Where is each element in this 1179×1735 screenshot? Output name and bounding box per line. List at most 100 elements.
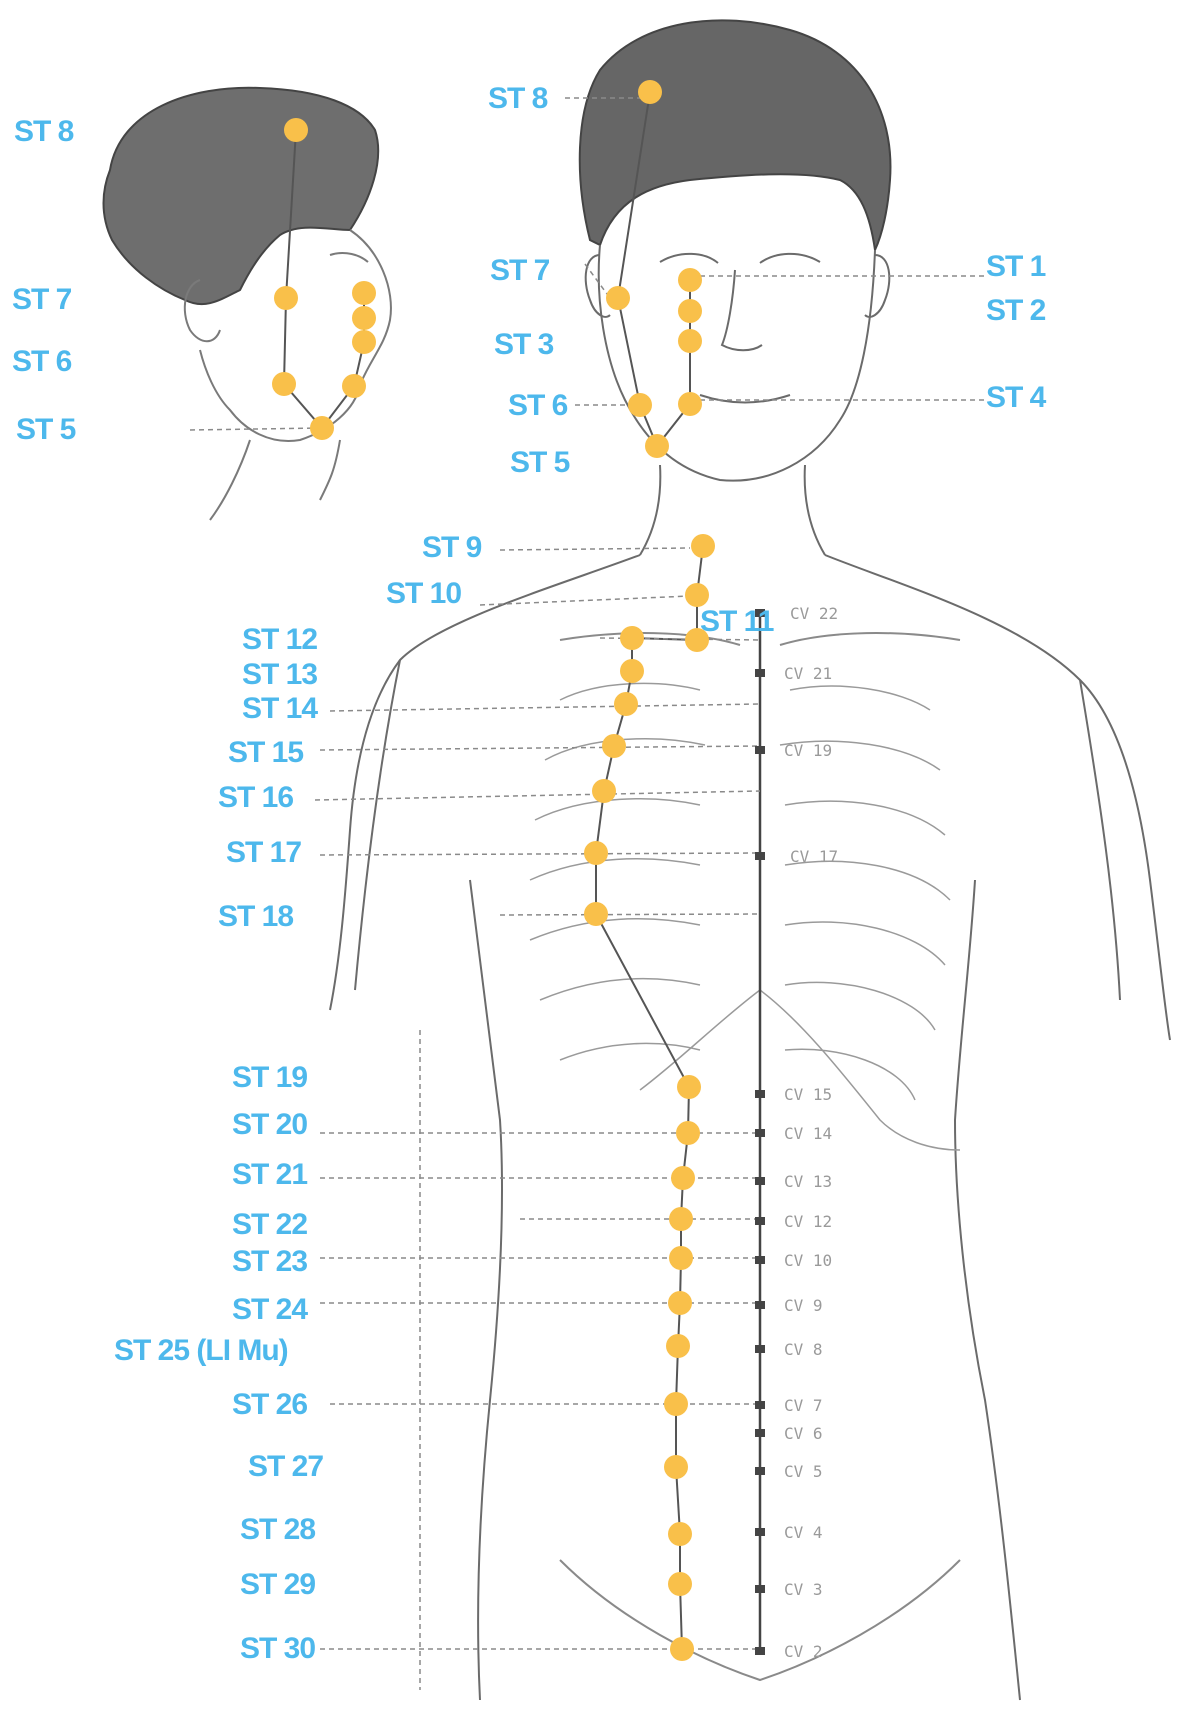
acupoint-st15 — [602, 734, 626, 758]
front-torso-left — [330, 555, 640, 1010]
cv-label: CV 9 — [784, 1298, 823, 1314]
acupoint-face-st8 — [638, 80, 662, 104]
torso-st29-label: ST 29 — [240, 1570, 315, 1600]
torso-st26-label: ST 26 — [232, 1390, 307, 1420]
head-st8-label: ST 8 — [14, 117, 73, 147]
acupoint-st26 — [664, 1392, 688, 1416]
front-mouth — [700, 395, 790, 403]
cv-label: CV 21 — [784, 666, 832, 682]
front-hair — [580, 20, 891, 250]
acupoint-head-side-st6 — [272, 372, 296, 396]
torso-st9-label: ST 9 — [422, 533, 481, 563]
cv-tick — [755, 1585, 765, 1593]
front-neck — [640, 465, 825, 555]
torso-st20-label: ST 20 — [232, 1110, 307, 1140]
cv-tick — [755, 1217, 765, 1225]
face-st8-label: ST 8 — [488, 84, 547, 114]
cv-label: CV 8 — [784, 1342, 823, 1358]
cv-tick — [755, 1345, 765, 1353]
head-side-neck — [210, 440, 340, 520]
face-st3-label: ST 3 — [494, 330, 553, 360]
torso-st11-label: ST 11 — [700, 607, 773, 637]
torso-st18-label: ST 18 — [218, 902, 293, 932]
torso-st15-label: ST 15 — [228, 738, 303, 768]
cv-label: CV 22 — [790, 606, 838, 622]
torso-st23-label: ST 23 — [232, 1247, 307, 1277]
cv-tick — [755, 746, 765, 754]
acupoint-head-side-st3 — [352, 330, 376, 354]
face-st2-label: ST 2 — [986, 296, 1045, 326]
cv-tick — [755, 852, 765, 860]
cv-tick — [755, 1301, 765, 1309]
acupoint-st14 — [614, 692, 638, 716]
acupoint-face-st2 — [678, 299, 702, 323]
acupoint-face-st3 — [678, 329, 702, 353]
cv-tick — [755, 1256, 765, 1264]
cv-tick — [755, 1090, 765, 1098]
cv-tick — [755, 1177, 765, 1185]
torso-st13-label: ST 13 — [242, 660, 317, 690]
front-nose — [722, 270, 762, 350]
front-side-right — [955, 880, 1020, 1700]
acupoint-st16 — [592, 779, 616, 803]
acupoint-head-side-st1 — [352, 281, 376, 305]
torso-st12-label: ST 12 — [242, 625, 317, 655]
acupoint-face-st6 — [628, 393, 652, 417]
acupoint-st21 — [671, 1166, 695, 1190]
cv-label: CV 19 — [784, 743, 832, 759]
acupoint-st24 — [668, 1291, 692, 1315]
acupoint-st30 — [670, 1637, 694, 1661]
head-st5-label: ST 5 — [16, 415, 75, 445]
cv-tick — [755, 669, 765, 677]
torso-st28-label: ST 28 — [240, 1515, 315, 1545]
front-eyes — [660, 254, 820, 263]
cv-label: CV 13 — [784, 1174, 832, 1190]
cv-label: CV 6 — [784, 1426, 823, 1442]
acupoint-st25 — [666, 1334, 690, 1358]
acupoint-st22 — [669, 1207, 693, 1231]
torso-st25-label: ST 25 (LI Mu) — [114, 1336, 288, 1366]
cv-label: CV 14 — [784, 1126, 832, 1142]
acupoint-st19 — [677, 1075, 701, 1099]
cv-label: CV 15 — [784, 1087, 832, 1103]
face-st7-label: ST 7 — [490, 256, 549, 286]
cv-label: CV 4 — [784, 1525, 823, 1541]
cv-label: CV 7 — [784, 1398, 823, 1414]
acupoint-st13 — [620, 659, 644, 683]
front-side-left — [470, 880, 502, 1700]
cv-tick — [755, 1647, 765, 1655]
torso-st27-label: ST 27 — [248, 1452, 323, 1482]
cv-label: CV 12 — [784, 1214, 832, 1230]
cv-tick — [755, 1429, 765, 1437]
acupoint-st18 — [584, 902, 608, 926]
torso-st30-label: ST 30 — [240, 1634, 315, 1664]
cv-label: CV 10 — [784, 1253, 832, 1269]
cv-tick — [755, 1129, 765, 1137]
head-side-hair — [104, 88, 379, 304]
torso-st19-label: ST 19 — [232, 1063, 307, 1093]
torso-st16-label: ST 16 — [218, 783, 293, 813]
head-st7-label: ST 7 — [12, 285, 71, 315]
acupoint-st17 — [584, 841, 608, 865]
acupoints — [272, 80, 765, 1661]
head-side-eye — [330, 253, 368, 262]
torso-st17-label: ST 17 — [226, 838, 301, 868]
acupoint-st20 — [676, 1121, 700, 1145]
face-st6-label: ST 6 — [508, 391, 567, 421]
cv-tick — [755, 1467, 765, 1475]
acupoint-st9 — [691, 534, 715, 558]
front-arm-right — [1080, 680, 1120, 1000]
acupoint-face-st1 — [678, 268, 702, 292]
cv-tick — [755, 1528, 765, 1536]
torso-st14-label: ST 14 — [242, 694, 317, 724]
face-st1-label: ST 1 — [986, 252, 1045, 282]
acupoint-st12 — [620, 626, 644, 650]
acupoint-st10 — [685, 583, 709, 607]
torso-st10-label: ST 10 — [386, 579, 461, 609]
acupoint-face-st5 — [645, 434, 669, 458]
acupoint-head-side-st7 — [274, 286, 298, 310]
cv-label: CV 17 — [790, 849, 838, 865]
head-st6-label: ST 6 — [12, 347, 71, 377]
acupoint-head-side-st2 — [352, 306, 376, 330]
acupoint-st27 — [664, 1455, 688, 1479]
